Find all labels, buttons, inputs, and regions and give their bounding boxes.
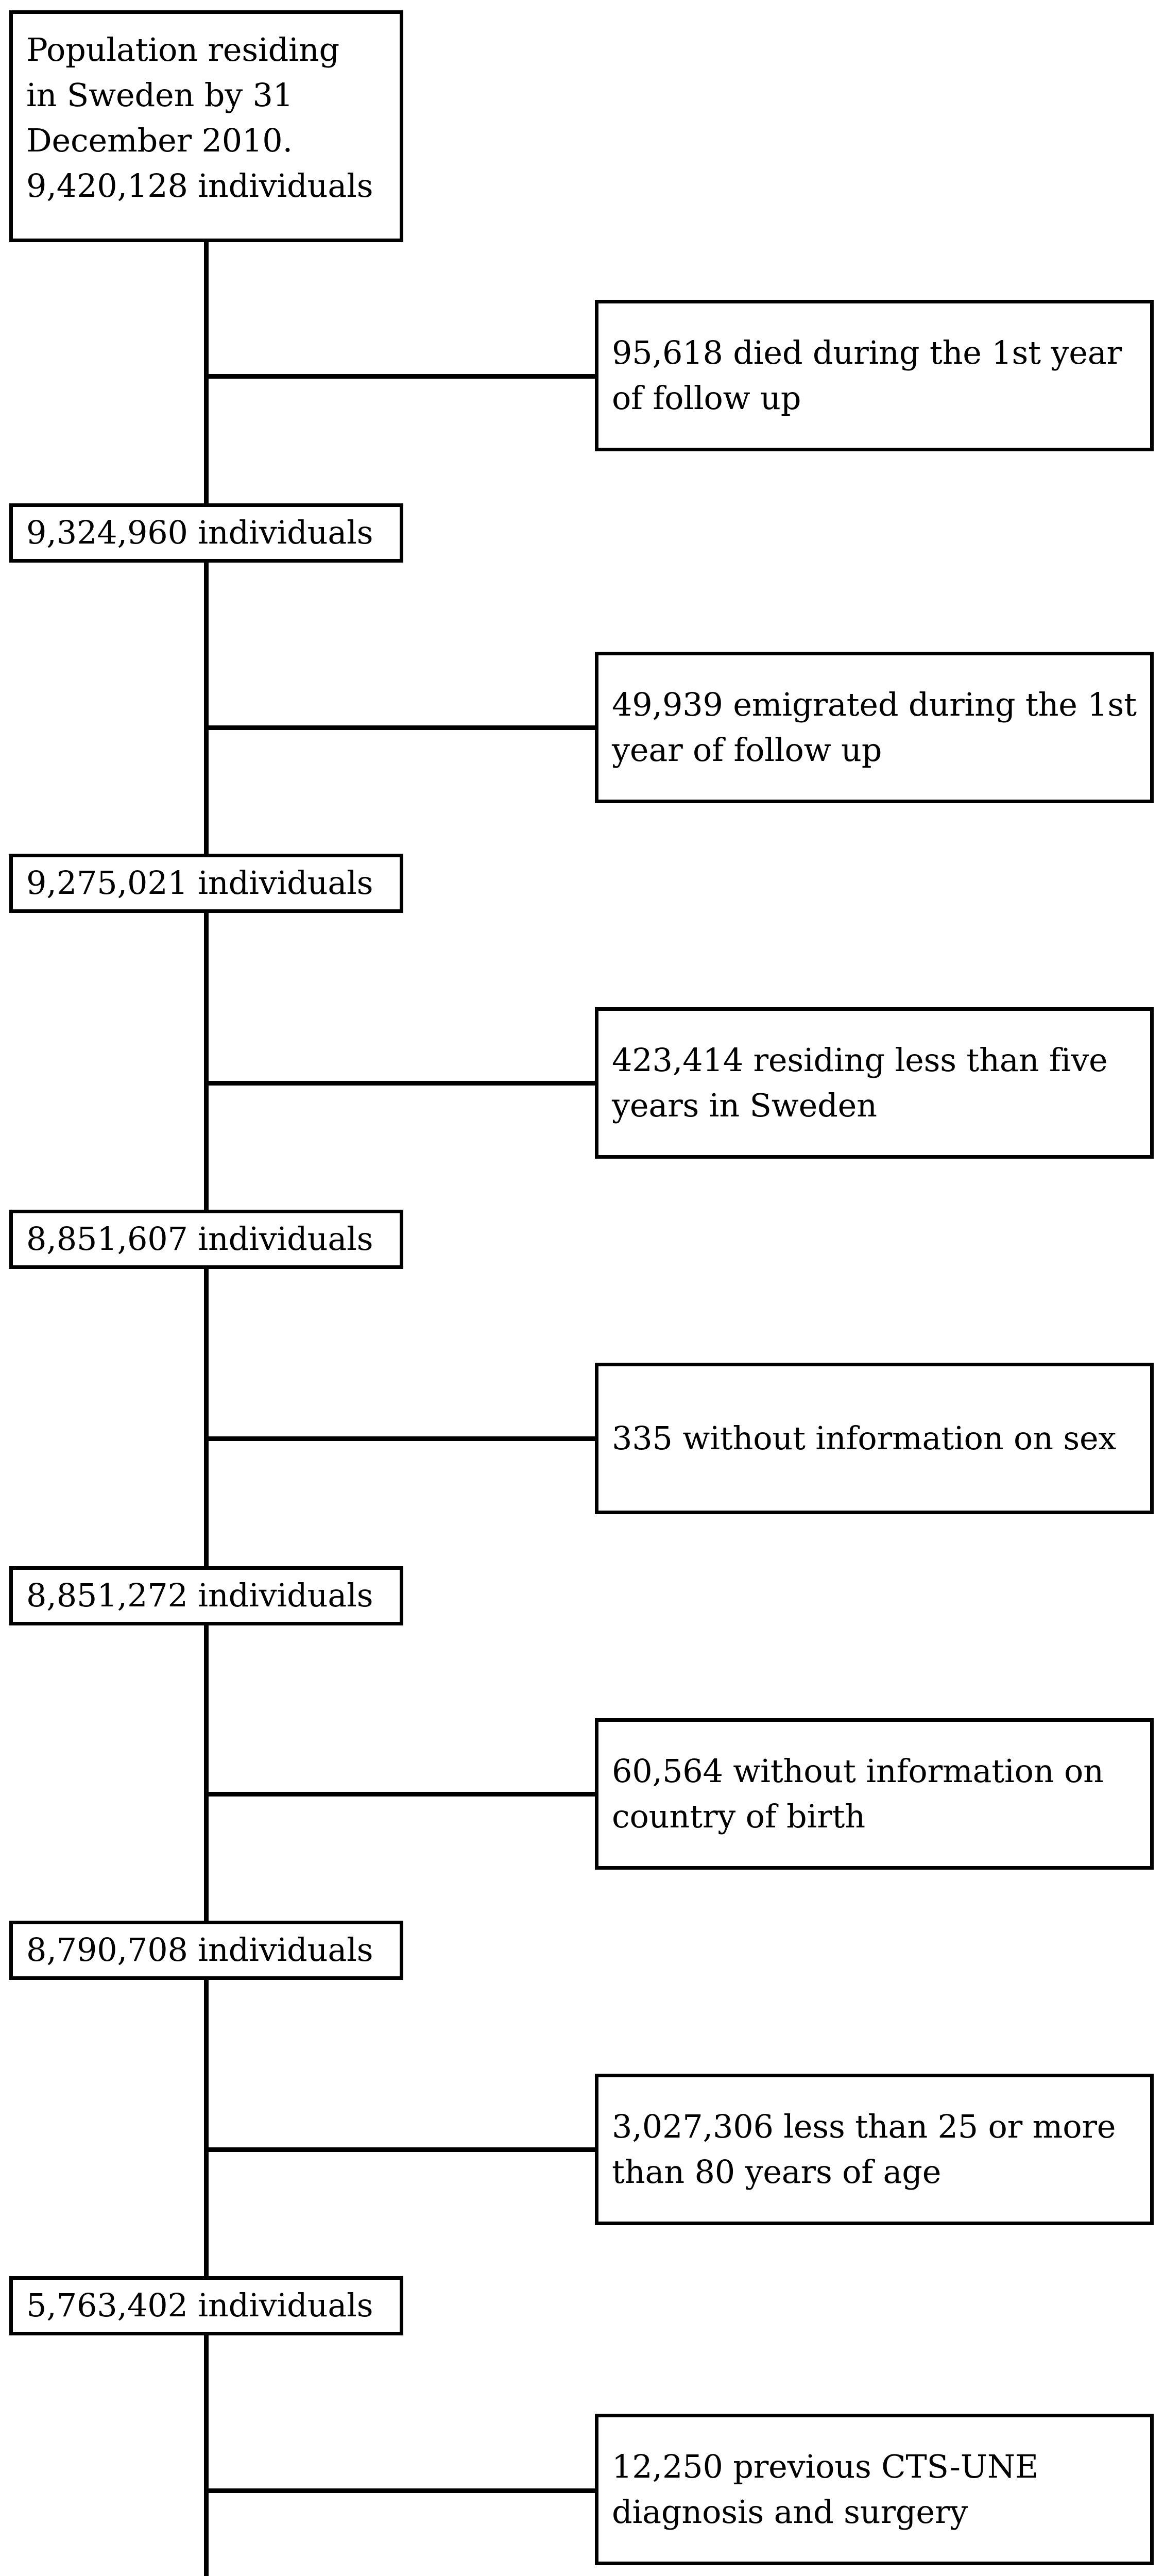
- node-exclusion-5-label: 60,564 without information on country of…: [612, 1752, 1104, 1835]
- node-exclusion-6: 3,027,306 less than 25 or more than 80 y…: [595, 2074, 1154, 2225]
- spine-segment-4: [204, 1268, 209, 1568]
- node-exclusion-1-label: 95,618 died during the 1st year of follo…: [612, 333, 1122, 417]
- branch-connector-7: [204, 2488, 597, 2493]
- node-remaining-4-label: 8,851,272 individuals: [26, 1577, 373, 1615]
- node-remaining-4: 8,851,272 individuals: [9, 1566, 403, 1625]
- node-exclusion-3: 423,414 residing less than five years in…: [595, 1007, 1154, 1159]
- spine-segment-6: [204, 1979, 209, 2278]
- spine-segment-2: [204, 562, 209, 855]
- branch-connector-1: [204, 374, 597, 379]
- branch-connector-3: [204, 1081, 597, 1086]
- node-exclusion-4-label: 335 without information on sex: [612, 1419, 1117, 1457]
- spine-segment-7: [204, 2334, 209, 2576]
- node-exclusion-6-label: 3,027,306 less than 25 or more than 80 y…: [612, 2107, 1116, 2191]
- node-exclusion-5: 60,564 without information on country of…: [595, 1718, 1154, 1870]
- node-remaining-5: 8,790,708 individuals: [9, 1921, 403, 1980]
- node-exclusion-4: 335 without information on sex: [595, 1363, 1154, 1514]
- branch-connector-4: [204, 1436, 597, 1441]
- node-remaining-6-label: 5,763,402 individuals: [26, 2286, 373, 2325]
- node-exclusion-1: 95,618 died during the 1st year of follo…: [595, 300, 1154, 451]
- branch-connector-2: [204, 725, 597, 730]
- branch-connector-5: [204, 1792, 597, 1797]
- spine-segment-5: [204, 1624, 209, 1922]
- node-exclusion-2-label: 49,939 emigrated during the 1st year of …: [612, 685, 1137, 769]
- node-remaining-5-label: 8,790,708 individuals: [26, 1931, 373, 1969]
- node-exclusion-7-label: 12,250 previous CTS-UNE diagnosis and su…: [612, 2447, 1038, 2531]
- node-exclusion-7: 12,250 previous CTS-UNE diagnosis and su…: [595, 2414, 1154, 2565]
- node-remaining-1-label: 9,324,960 individuals: [26, 514, 373, 552]
- node-remaining-2: 9,275,021 individuals: [9, 854, 403, 913]
- node-remaining-1: 9,324,960 individuals: [9, 503, 403, 563]
- node-exclusion-2: 49,939 emigrated during the 1st year of …: [595, 652, 1154, 803]
- node-remaining-6: 5,763,402 individuals: [9, 2276, 403, 2335]
- node-remaining-2-label: 9,275,021 individuals: [26, 864, 373, 902]
- node-exclusion-3-label: 423,414 residing less than five years in…: [612, 1041, 1108, 1124]
- node-remaining-3: 8,851,607 individuals: [9, 1210, 403, 1269]
- spine-segment-3: [204, 912, 209, 1211]
- node-population-header: Population residing in Sweden by 31 Dece…: [9, 10, 403, 242]
- node-population-header-label: Population residing in Sweden by 31 Dece…: [26, 31, 373, 205]
- node-remaining-3-label: 8,851,607 individuals: [26, 1220, 373, 1258]
- spine-segment-1: [204, 241, 209, 505]
- branch-connector-6: [204, 2147, 597, 2152]
